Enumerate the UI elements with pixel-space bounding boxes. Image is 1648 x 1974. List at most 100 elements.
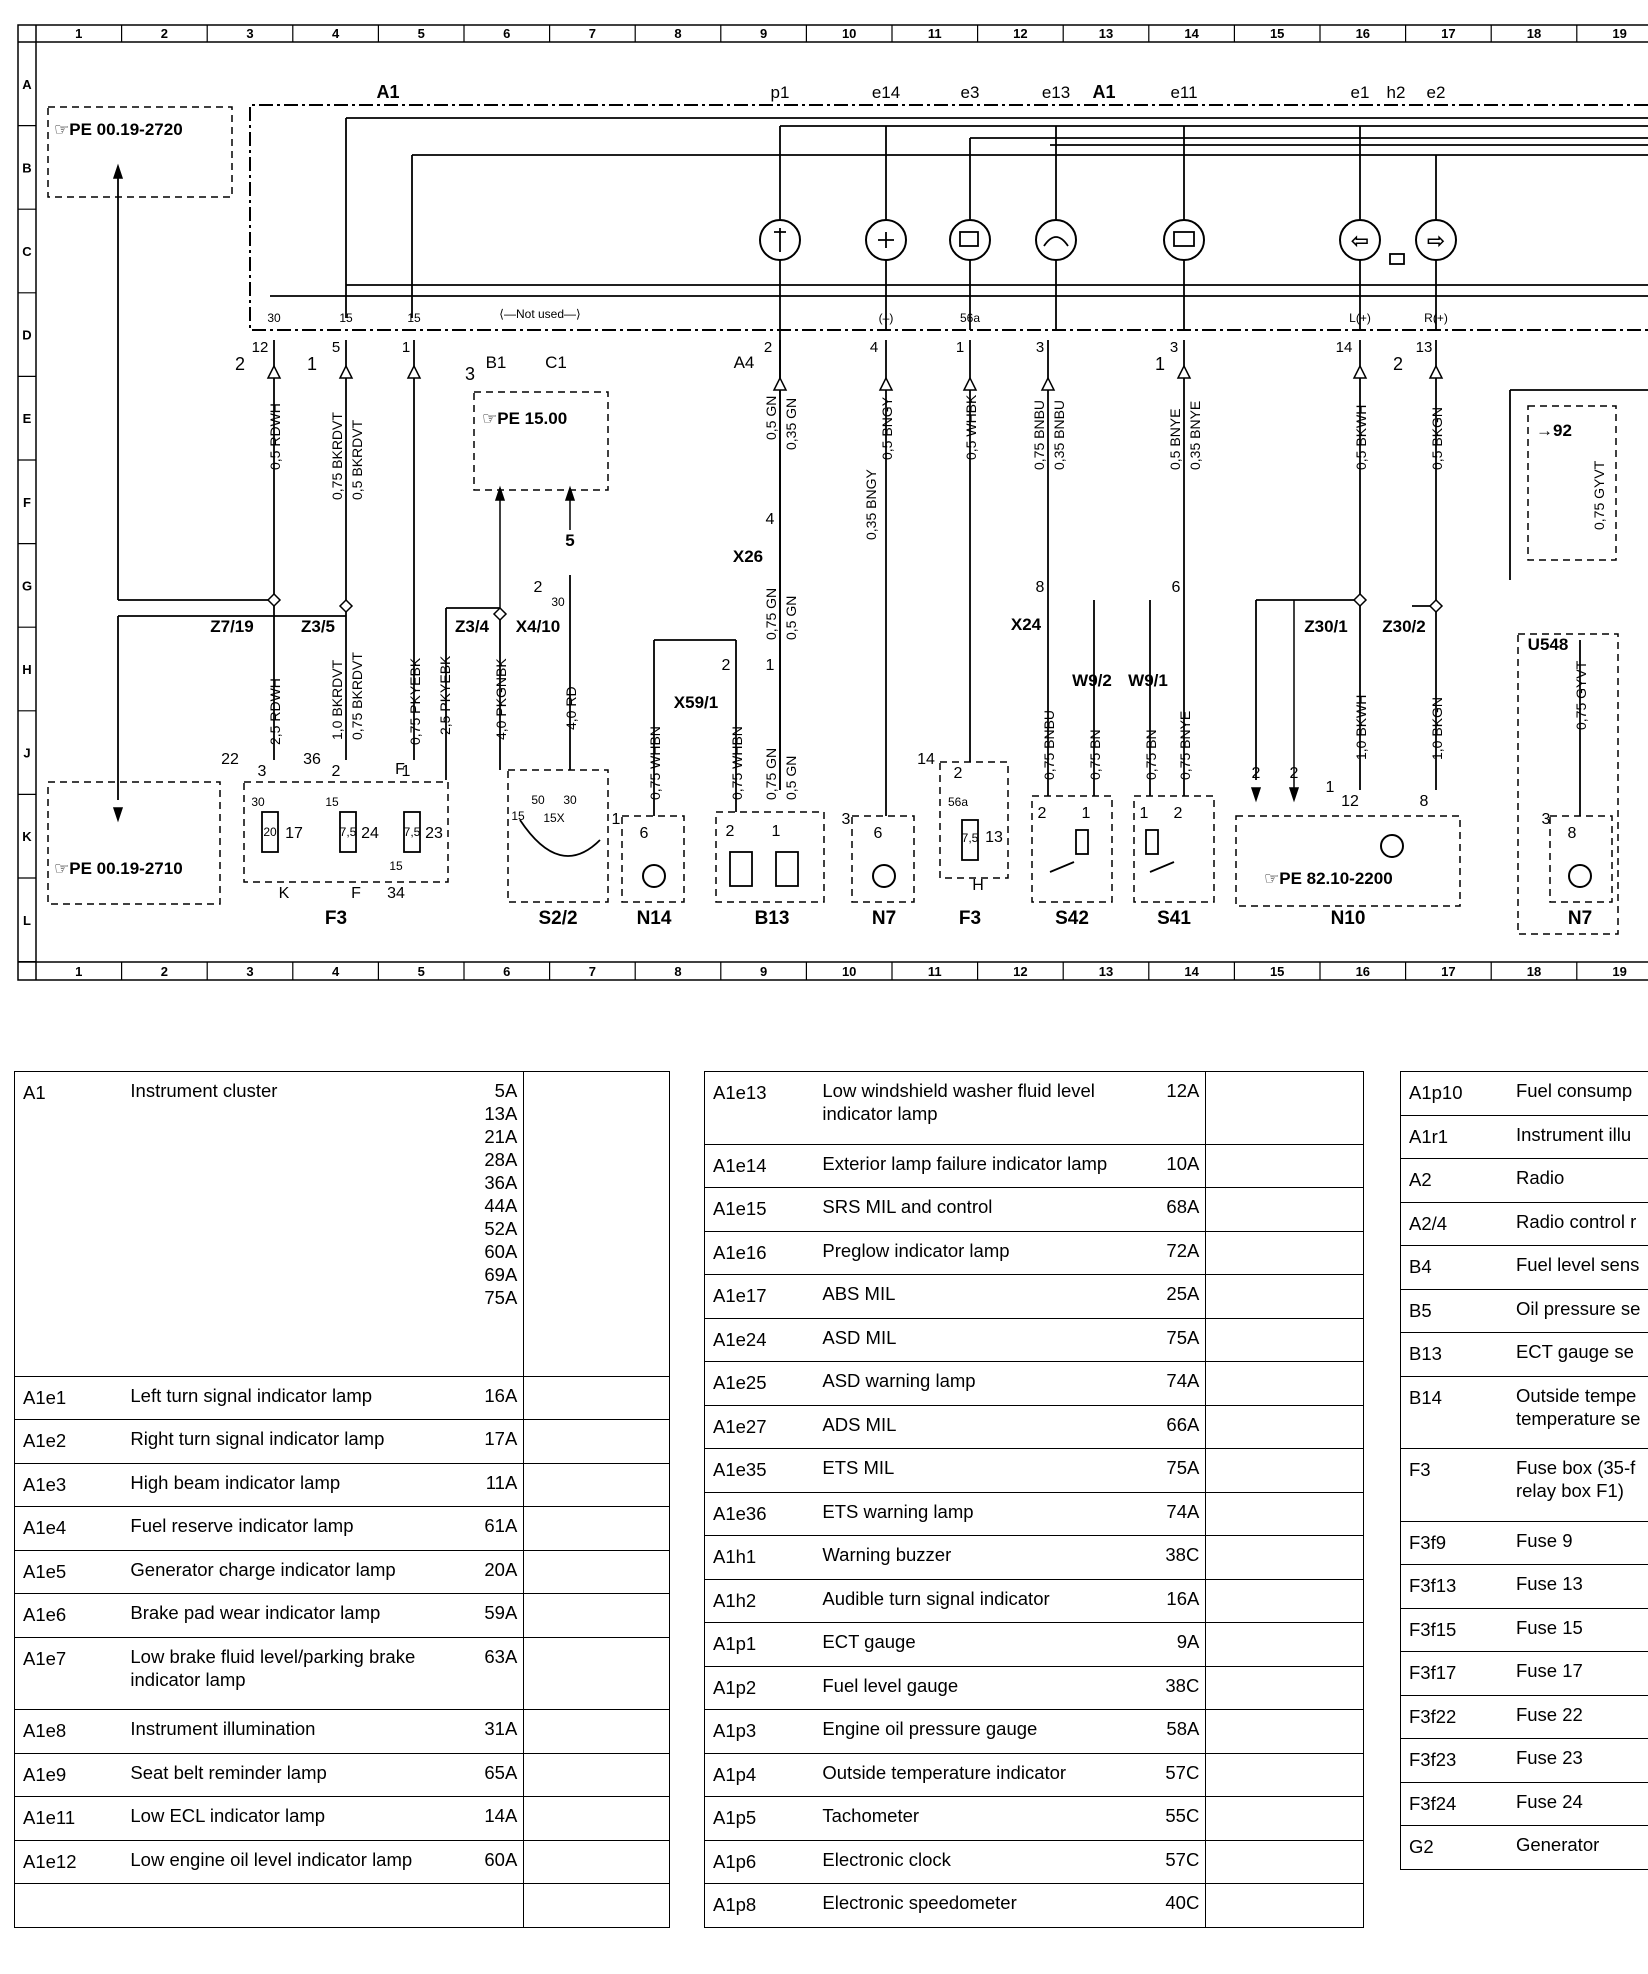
- wire-label: 0,35 BNBU: [1051, 400, 1067, 470]
- wire-label: 0,75 BNYE: [1177, 711, 1193, 780]
- legend-description: Fuse 15: [1509, 1607, 1648, 1652]
- legend-description: Warning buzzer: [816, 1535, 1144, 1579]
- grid-column-label: 1: [75, 26, 82, 41]
- legend-description: Electronic clock: [816, 1839, 1144, 1884]
- legend-code: F3: [1400, 1448, 1510, 1521]
- legend-description: ASD warning lamp: [816, 1361, 1144, 1405]
- legend-description: Radio: [1509, 1158, 1648, 1202]
- grid-column-label: 11: [928, 26, 942, 41]
- label-x4-10: X4/10: [516, 617, 560, 636]
- legend-code: F3f15: [1400, 1607, 1510, 1652]
- legend-description: Fuse 13: [1509, 1564, 1648, 1608]
- grid-column-label: 2: [161, 964, 168, 979]
- legend-description: Audible turn signal indicator: [816, 1578, 1144, 1623]
- grid-column-label: 1: [75, 964, 82, 979]
- washer-fluid-icon: [1035, 219, 1077, 261]
- legend-grid-ref: 61A: [463, 1506, 525, 1550]
- legend-description: ABS MIL: [816, 1274, 1144, 1318]
- legend-blank-cell: [1205, 1274, 1364, 1318]
- legend-code: A1e3: [14, 1462, 125, 1507]
- legend-blank-cell: [1205, 1404, 1364, 1449]
- label-z7-19: Z7/19: [210, 617, 253, 636]
- diagram-frame: [17, 24, 1648, 981]
- legend-blank-cell: [1205, 1143, 1364, 1188]
- wiring-diagram: 1122334455667788991010111112121313141415…: [17, 24, 1648, 981]
- f3-24: 24: [361, 825, 379, 842]
- f3-Fb: F: [351, 885, 361, 902]
- legend-code: F3f13: [1400, 1564, 1510, 1608]
- legend-code: A1p5: [704, 1796, 817, 1840]
- component-s42: S42: [1055, 908, 1089, 929]
- legend-blank-cell: [523, 1506, 670, 1550]
- pe-ref-82: ☞PE 82.10-2200: [1264, 869, 1393, 888]
- wire-label: 1,0 BKGN: [1429, 697, 1445, 760]
- legend-code: A1e24: [704, 1317, 817, 1362]
- grid-column-label: 16: [1356, 964, 1370, 979]
- wire-label: 2,5 RDWH: [267, 678, 283, 745]
- pin-num-3b: 3: [1170, 339, 1178, 356]
- legend-blank-cell: [523, 1549, 670, 1594]
- side-3: 3: [465, 364, 475, 384]
- b13-1: 1: [772, 823, 781, 840]
- wire-label: 0,5 BKWH: [1353, 405, 1369, 470]
- grid-row-label: A: [22, 77, 32, 92]
- label-h2: h2: [1387, 83, 1406, 102]
- s2-pin-50: 50: [531, 793, 545, 807]
- legend-blank-cell: [1205, 1622, 1364, 1666]
- s42-2: 2: [1038, 805, 1047, 822]
- side-2a: 2: [235, 354, 245, 374]
- n7-right-box: [1549, 815, 1613, 903]
- grid-column-label: 2: [161, 26, 168, 41]
- f3-K: K: [279, 885, 290, 902]
- legend-blank-cell: [1205, 1448, 1364, 1492]
- legend-grid-ref: 17A: [463, 1419, 525, 1463]
- s2-pin-15: 15: [511, 809, 525, 823]
- grid-column-label: 14: [1184, 26, 1199, 41]
- legend-code: A1e8: [14, 1709, 125, 1753]
- legend-blank-cell: [523, 1752, 670, 1797]
- legend-code: A1h2: [704, 1578, 817, 1623]
- legend-description: ETS MIL: [816, 1448, 1144, 1492]
- legend-grid-ref: 25A: [1143, 1274, 1207, 1318]
- wire-label: 2,5 PKYEBK: [437, 655, 453, 735]
- s2-box: [507, 769, 609, 903]
- legend-code: A1p3: [704, 1709, 817, 1753]
- grid-column-label: 19: [1612, 964, 1626, 979]
- legend-code: A1e12: [14, 1839, 125, 1884]
- legend-code: A1e2: [14, 1419, 125, 1463]
- legend-blank-cell: [1205, 1535, 1364, 1579]
- wire-label: 0,5 GN: [783, 596, 799, 640]
- legend-code: B14: [1400, 1375, 1510, 1449]
- legend-grid-ref: 12A: [1143, 1071, 1207, 1144]
- legend-description: Exterior lamp failure indicator lamp: [816, 1143, 1144, 1188]
- f3b-56a: 56a: [948, 795, 968, 809]
- b13-box: [715, 811, 825, 903]
- wire-label: 0,35 BNYE: [1187, 401, 1203, 470]
- legend-code: A1p1: [704, 1622, 817, 1666]
- legend-blank-cell: [523, 1839, 670, 1884]
- wire-label: 0,5 GN: [763, 396, 779, 440]
- grid-column-label: 18: [1527, 26, 1541, 41]
- legend-blank-cell: [1205, 1883, 1364, 1927]
- pin-30: 30: [267, 311, 281, 325]
- ignition-switch-icon: [519, 819, 601, 857]
- n14-6: 6: [640, 825, 649, 842]
- legend-blank-cell: [1205, 1752, 1364, 1797]
- legend-code: B4: [1400, 1245, 1510, 1289]
- wire-label: 4,0 RD: [563, 686, 579, 730]
- fuse-value-20: 20: [263, 825, 277, 839]
- legend-code: A1: [23, 1082, 46, 1103]
